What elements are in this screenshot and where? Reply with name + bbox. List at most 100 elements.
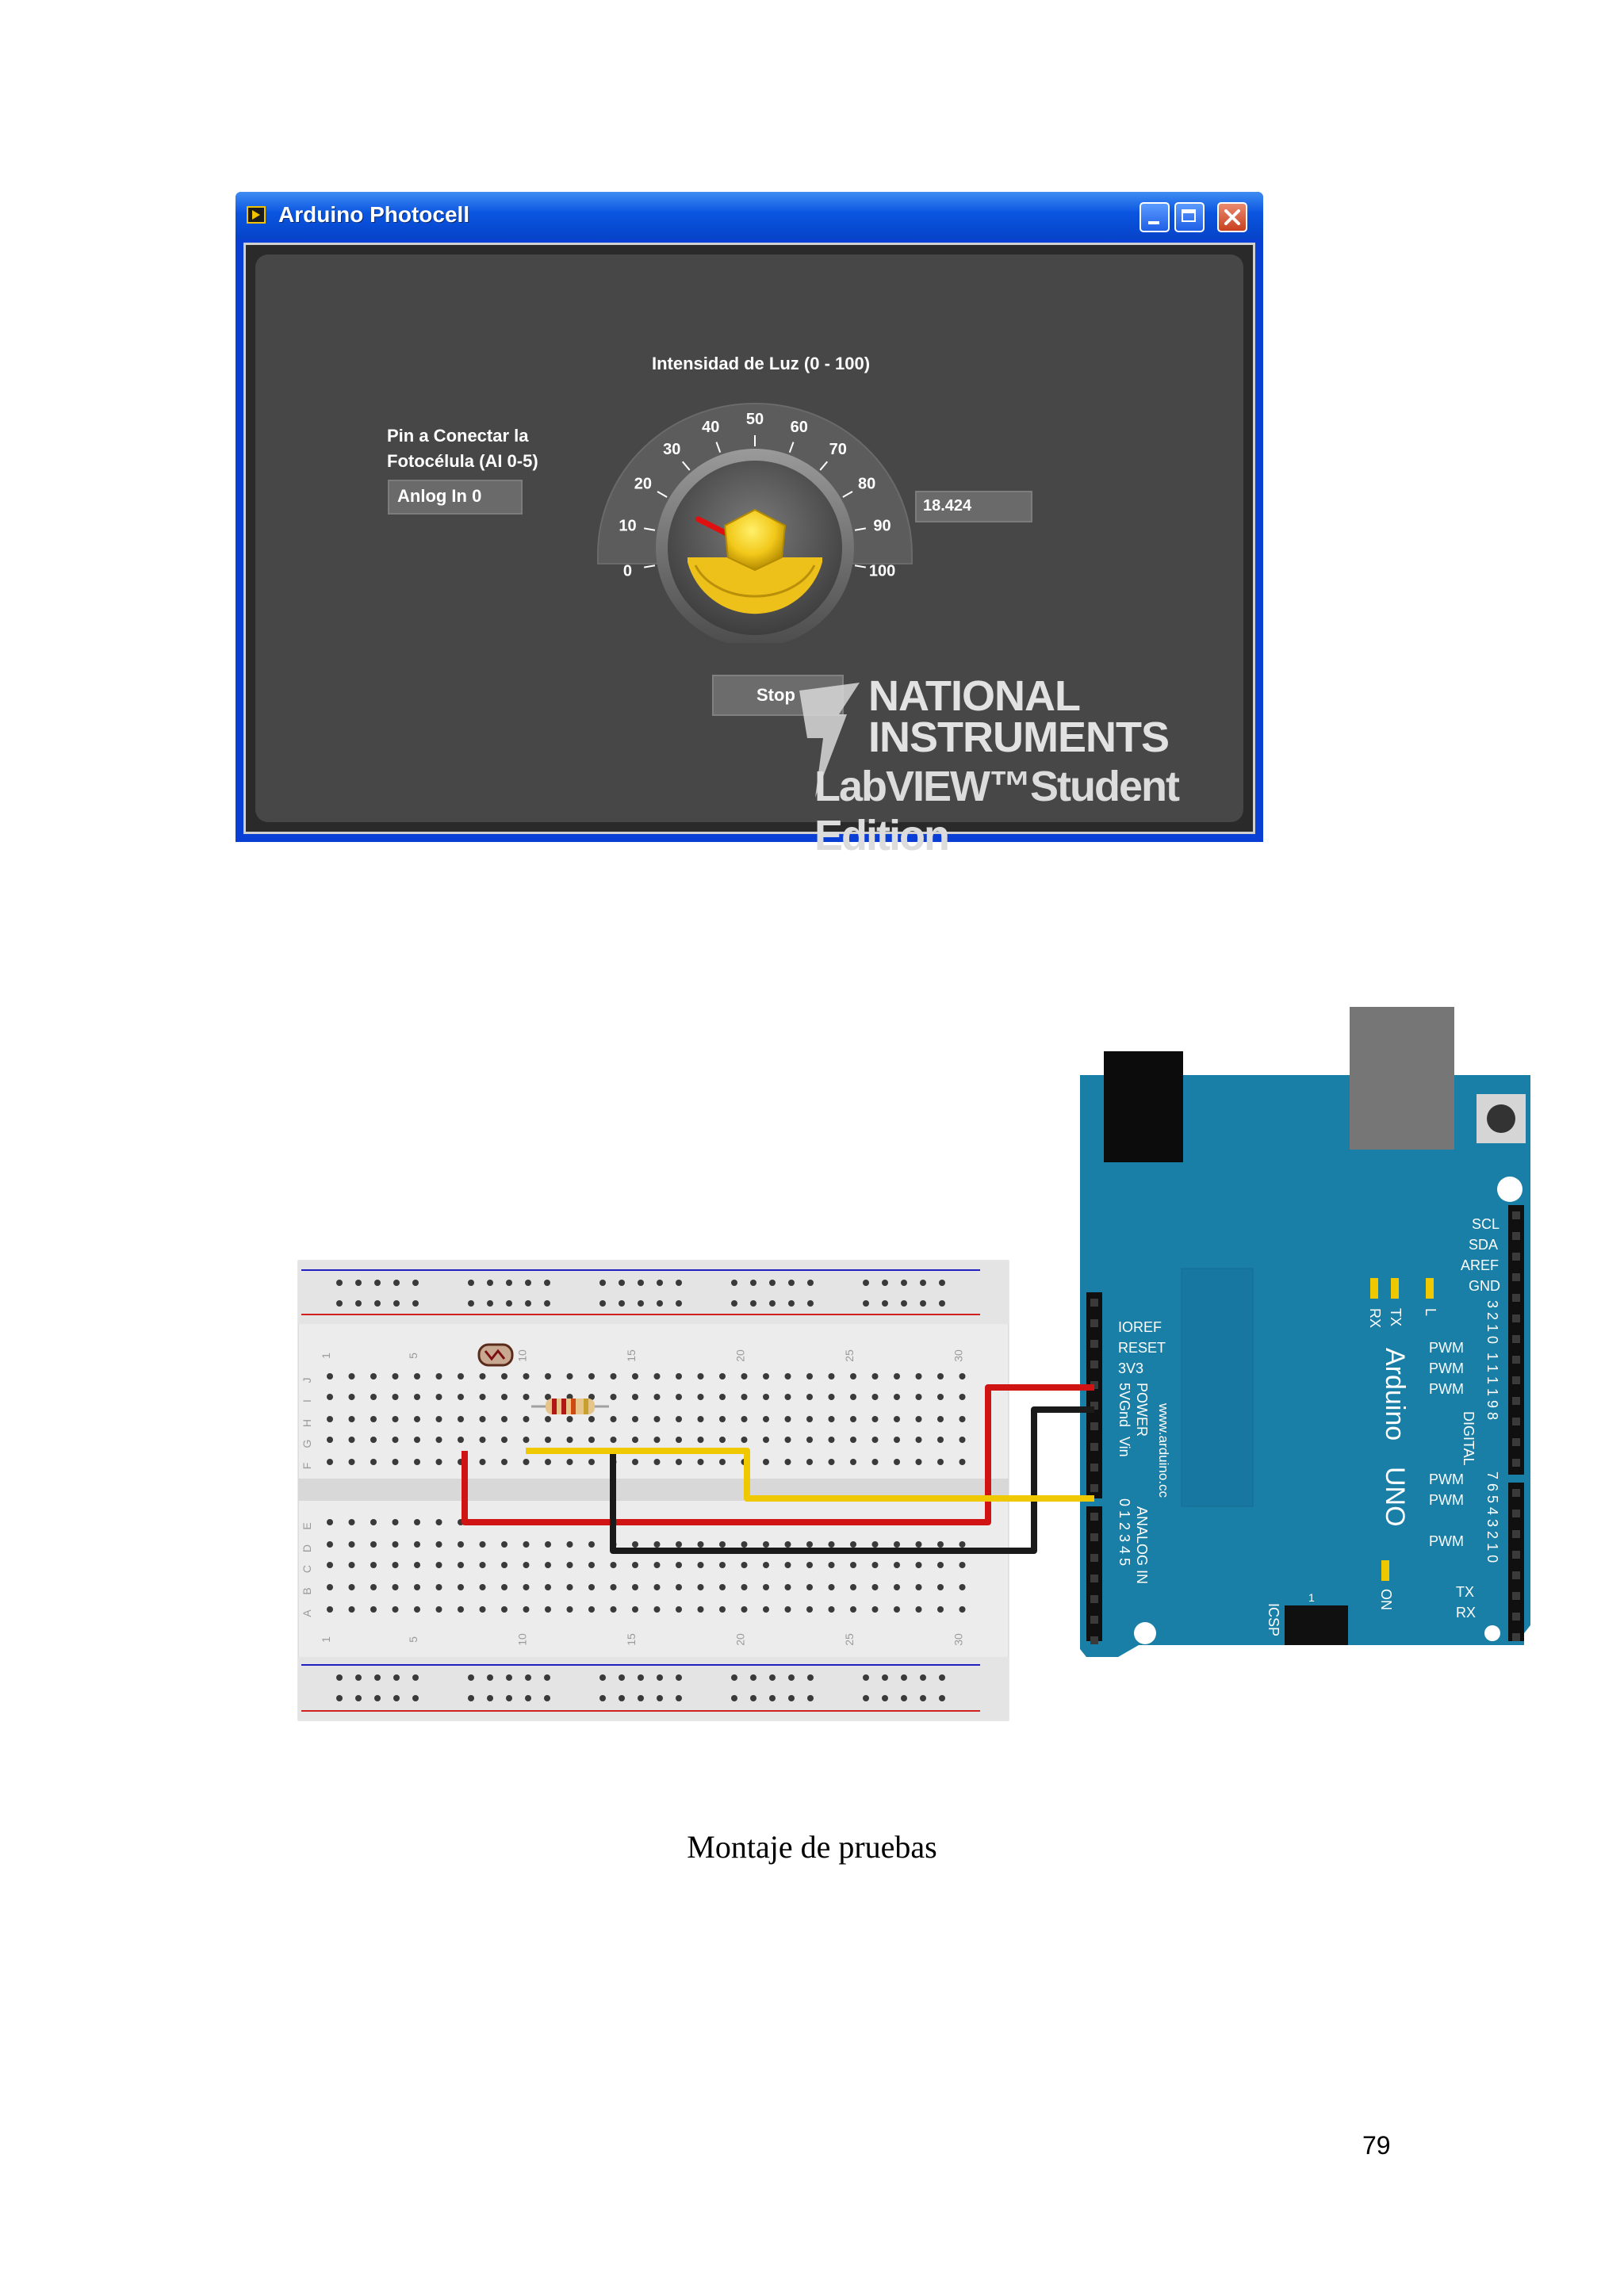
terminal-hole[interactable] — [653, 1541, 661, 1548]
terminal-hole[interactable] — [871, 1437, 879, 1443]
terminal-hole[interactable] — [566, 1606, 573, 1613]
terminal-hole[interactable] — [763, 1459, 769, 1465]
terminal-hole[interactable] — [392, 1562, 399, 1568]
rail-hole[interactable] — [638, 1280, 644, 1286]
icsp-header[interactable] — [1285, 1605, 1348, 1645]
terminal-hole[interactable] — [327, 1584, 333, 1590]
terminal-hole[interactable] — [894, 1541, 900, 1548]
terminal-hole[interactable] — [828, 1606, 835, 1613]
rail-hole[interactable] — [901, 1695, 907, 1701]
terminal-hole[interactable] — [545, 1562, 551, 1568]
maximize-button[interactable] — [1174, 202, 1205, 232]
terminal-hole[interactable] — [784, 1541, 791, 1548]
terminal-hole[interactable] — [435, 1394, 442, 1400]
terminal-hole[interactable] — [414, 1562, 420, 1568]
terminal-hole[interactable] — [435, 1584, 442, 1590]
rail-hole[interactable] — [506, 1674, 512, 1681]
rail-hole[interactable] — [882, 1674, 888, 1681]
terminal-hole[interactable] — [348, 1394, 355, 1400]
rail-hole[interactable] — [807, 1300, 814, 1307]
terminal-hole[interactable] — [392, 1459, 399, 1465]
terminal-hole[interactable] — [697, 1416, 704, 1422]
terminal-hole[interactable] — [937, 1373, 944, 1380]
terminal-hole[interactable] — [806, 1437, 813, 1443]
rail-hole[interactable] — [599, 1695, 606, 1701]
header-pin[interactable] — [1090, 1595, 1098, 1603]
terminal-hole[interactable] — [915, 1437, 922, 1443]
terminal-hole[interactable] — [828, 1416, 835, 1422]
terminal-hole[interactable] — [784, 1416, 791, 1422]
terminal-hole[interactable] — [937, 1416, 944, 1422]
terminal-hole[interactable] — [501, 1541, 508, 1548]
terminal-hole[interactable] — [850, 1541, 856, 1548]
terminal-hole[interactable] — [959, 1459, 966, 1465]
rail-hole[interactable] — [731, 1280, 737, 1286]
terminal-hole[interactable] — [523, 1562, 530, 1568]
header-pin[interactable] — [1512, 1314, 1520, 1322]
header-pin[interactable] — [1090, 1360, 1098, 1368]
terminal-hole[interactable] — [566, 1562, 573, 1568]
header-pin[interactable] — [1090, 1402, 1098, 1410]
rail-hole[interactable] — [544, 1695, 550, 1701]
rail-hole[interactable] — [807, 1280, 814, 1286]
terminal-hole[interactable] — [610, 1416, 617, 1422]
terminal-hole[interactable] — [676, 1541, 682, 1548]
terminal-hole[interactable] — [348, 1541, 355, 1548]
terminal-hole[interactable] — [697, 1584, 704, 1590]
terminal-hole[interactable] — [937, 1437, 944, 1443]
terminal-hole[interactable] — [501, 1437, 508, 1443]
terminal-hole[interactable] — [741, 1606, 748, 1613]
rail-hole[interactable] — [657, 1300, 663, 1307]
terminal-hole[interactable] — [850, 1584, 856, 1590]
terminal-hole[interactable] — [327, 1373, 333, 1380]
terminal-hole[interactable] — [763, 1606, 769, 1613]
terminal-hole[interactable] — [784, 1562, 791, 1568]
terminal-hole[interactable] — [676, 1459, 682, 1465]
terminal-hole[interactable] — [458, 1606, 464, 1613]
terminal-hole[interactable] — [327, 1562, 333, 1568]
terminal-hole[interactable] — [632, 1606, 638, 1613]
rail-hole[interactable] — [374, 1695, 381, 1701]
terminal-hole[interactable] — [697, 1459, 704, 1465]
header-pin[interactable] — [1512, 1335, 1520, 1343]
header-pin[interactable] — [1512, 1459, 1520, 1467]
terminal-hole[interactable] — [828, 1562, 835, 1568]
terminal-hole[interactable] — [653, 1437, 661, 1443]
header-pin[interactable] — [1090, 1554, 1098, 1562]
terminal-hole[interactable] — [697, 1437, 704, 1443]
header-pin[interactable] — [1090, 1575, 1098, 1582]
terminal-hole[interactable] — [392, 1437, 399, 1443]
rail-hole[interactable] — [863, 1300, 869, 1307]
terminal-hole[interactable] — [806, 1606, 813, 1613]
close-button[interactable] — [1217, 202, 1247, 232]
terminal-hole[interactable] — [414, 1584, 420, 1590]
terminal-hole[interactable] — [784, 1437, 791, 1443]
terminal-hole[interactable] — [806, 1416, 813, 1422]
terminal-hole[interactable] — [566, 1437, 573, 1443]
header-pin[interactable] — [1090, 1443, 1098, 1451]
header-pin[interactable] — [1512, 1530, 1520, 1538]
terminal-hole[interactable] — [632, 1394, 638, 1400]
header-pin[interactable] — [1512, 1376, 1520, 1384]
header-pin[interactable] — [1512, 1571, 1520, 1579]
terminal-hole[interactable] — [566, 1584, 573, 1590]
rail-hole[interactable] — [638, 1300, 644, 1307]
rail-hole[interactable] — [374, 1300, 381, 1307]
header-pin[interactable] — [1512, 1418, 1520, 1425]
rail-hole[interactable] — [920, 1300, 926, 1307]
terminal-hole[interactable] — [632, 1541, 638, 1548]
terminal-hole[interactable] — [458, 1373, 464, 1380]
terminal-hole[interactable] — [479, 1562, 486, 1568]
terminal-hole[interactable] — [588, 1459, 595, 1465]
rail-hole[interactable] — [468, 1674, 474, 1681]
header-pin[interactable] — [1512, 1489, 1520, 1497]
terminal-hole[interactable] — [545, 1459, 551, 1465]
terminal-hole[interactable] — [763, 1437, 769, 1443]
terminal-hole[interactable] — [435, 1562, 442, 1568]
terminal-hole[interactable] — [653, 1459, 661, 1465]
terminal-hole[interactable] — [458, 1562, 464, 1568]
terminal-hole[interactable] — [959, 1584, 966, 1590]
rail-hole[interactable] — [468, 1695, 474, 1701]
rail-hole[interactable] — [750, 1300, 756, 1307]
terminal-hole[interactable] — [959, 1437, 966, 1443]
